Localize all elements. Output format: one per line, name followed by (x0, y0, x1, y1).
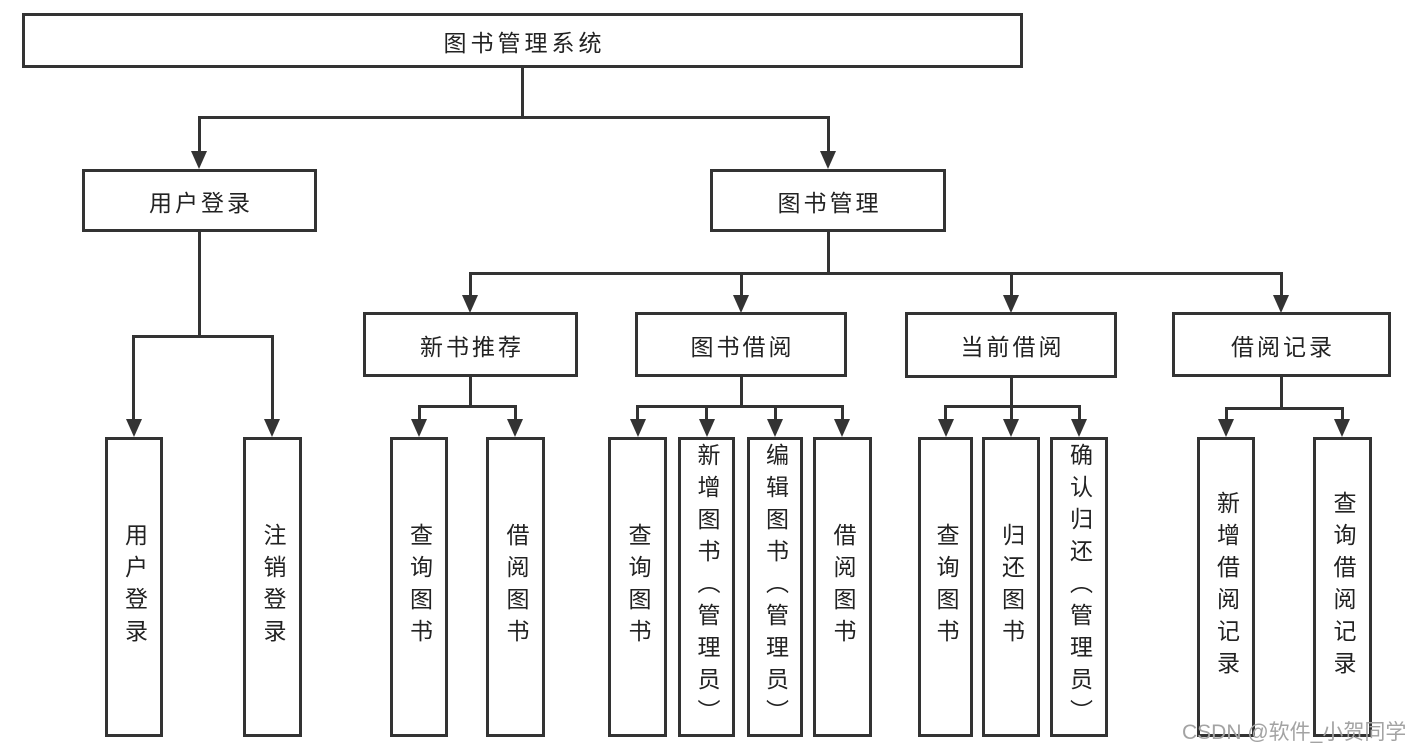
leaf-query-books-3: 查询图书 (918, 437, 973, 737)
node-user-login-label: 用户登录 (149, 189, 253, 216)
arrowhead-down-icon (1334, 419, 1350, 437)
leaf-add-books-admin-label: 新增图书（管理员） (694, 443, 720, 731)
connector-line (1225, 407, 1344, 410)
connector-line (1078, 405, 1081, 420)
node-borrowing-records-label: 借阅记录 (1231, 333, 1335, 360)
connector-line (514, 405, 517, 420)
connector-line (1280, 272, 1283, 296)
leaf-query-books-1-label: 查询图书 (406, 523, 433, 651)
arrowhead-down-icon (630, 419, 646, 437)
connector-line (271, 335, 274, 420)
leaf-logout-label: 注销登录 (260, 523, 286, 651)
connector-line (827, 230, 830, 275)
connector-line (740, 374, 743, 407)
arrowhead-down-icon (1273, 295, 1289, 313)
connector-line (521, 66, 524, 118)
connector-line (841, 405, 844, 420)
node-book-borrowing-label: 图书借阅 (690, 333, 795, 360)
arrowhead-down-icon (1003, 419, 1019, 437)
leaf-query-books-2-label: 查询图书 (625, 523, 651, 651)
leaf-return-books: 归还图书 (982, 437, 1040, 737)
node-library-management-system: 图书管理系统 (22, 13, 1023, 68)
leaf-borrow-books-1-label: 借阅图书 (503, 523, 529, 651)
connector-line (740, 272, 743, 296)
leaf-return-books-label: 归还图书 (998, 523, 1025, 651)
arrowhead-down-icon (191, 151, 207, 169)
node-user-login: 用户登录 (82, 169, 317, 232)
arrowhead-down-icon (126, 419, 142, 437)
arrowhead-down-icon (411, 419, 427, 437)
leaf-user-login-label: 用户登录 (121, 523, 148, 651)
connector-line (469, 272, 1283, 275)
connector-line (774, 405, 777, 420)
node-current-borrowing-label: 当前借阅 (960, 334, 1065, 360)
leaf-query-books-3-label: 查询图书 (933, 523, 959, 651)
leaf-add-borrow-record-label: 新增借阅记录 (1213, 491, 1240, 683)
arrowhead-down-icon (507, 419, 523, 437)
csdn-watermark: CSDN @软件_小贺同学 (1182, 721, 1405, 744)
arrowhead-down-icon (1218, 419, 1234, 437)
connector-line (1010, 405, 1013, 420)
connector-line (198, 230, 201, 337)
leaf-confirm-return-admin-label: 确认归还（管理员） (1066, 443, 1093, 731)
connector-line (1280, 374, 1283, 409)
leaf-edit-books-admin-label: 编辑图书（管理员） (762, 443, 789, 731)
arrowhead-down-icon (1003, 295, 1019, 313)
leaf-query-books-1: 查询图书 (390, 437, 448, 737)
leaf-add-borrow-record: 新增借阅记录 (1197, 437, 1255, 737)
leaf-logout: 注销登录 (243, 437, 302, 737)
node-current-borrowing: 当前借阅 (905, 312, 1117, 378)
leaf-borrow-books-1: 借阅图书 (486, 437, 545, 737)
connector-line (636, 405, 639, 420)
arrowhead-down-icon (264, 419, 280, 437)
arrowhead-down-icon (938, 419, 954, 437)
leaf-user-login: 用户登录 (105, 437, 163, 737)
connector-line (198, 116, 830, 119)
node-borrowing-records: 借阅记录 (1172, 312, 1391, 377)
node-new-book-recommendation-label: 新书推荐 (420, 333, 524, 360)
connector-line (705, 405, 708, 420)
connector-line (827, 116, 830, 153)
arrowhead-down-icon (699, 419, 715, 437)
leaf-query-borrow-record-label: 查询借阅记录 (1330, 491, 1356, 683)
connector-line (469, 272, 472, 296)
node-library-management-system-label: 图书管理系统 (443, 29, 606, 56)
node-book-management-label: 图书管理 (777, 189, 882, 216)
leaf-query-books-2: 查询图书 (608, 437, 667, 737)
connector-line (132, 335, 274, 338)
arrowhead-down-icon (820, 151, 836, 169)
connector-line (418, 405, 517, 408)
leaf-borrow-books-2: 借阅图书 (813, 437, 872, 737)
connector-line (1225, 407, 1228, 420)
connector-line (1010, 272, 1013, 296)
arrowhead-down-icon (767, 419, 783, 437)
arrowhead-down-icon (1071, 419, 1087, 437)
node-book-borrowing: 图书借阅 (635, 312, 847, 377)
connector-line (1341, 407, 1344, 420)
connector-line (418, 405, 421, 420)
connector-line (1010, 374, 1013, 407)
connector-line (132, 335, 135, 420)
leaf-confirm-return-admin: 确认归还（管理员） (1050, 437, 1108, 737)
arrowhead-down-icon (834, 419, 850, 437)
connector-line (636, 405, 843, 408)
leaf-query-borrow-record: 查询借阅记录 (1313, 437, 1372, 737)
arrowhead-down-icon (462, 295, 478, 313)
leaf-edit-books-admin: 编辑图书（管理员） (747, 437, 803, 737)
arrowhead-down-icon (733, 295, 749, 313)
leaf-borrow-books-2-label: 借阅图书 (830, 523, 856, 651)
connector-line (469, 374, 472, 407)
connector-line (944, 405, 947, 420)
leaf-add-books-admin: 新增图书（管理员） (678, 437, 735, 737)
node-book-management: 图书管理 (710, 169, 946, 232)
connector-line (198, 116, 201, 153)
node-new-book-recommendation: 新书推荐 (363, 312, 578, 377)
